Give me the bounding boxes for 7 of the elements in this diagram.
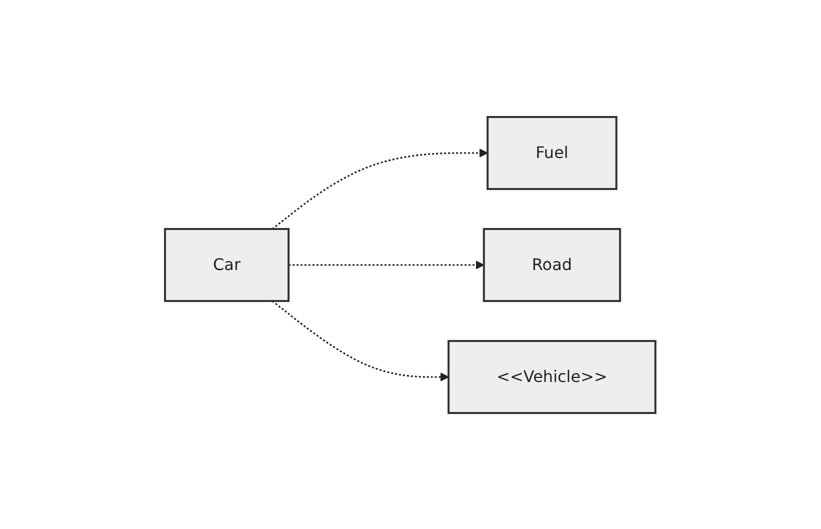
arrow <box>272 148 488 230</box>
node-box: Road <box>483 228 622 302</box>
node-box: Fuel <box>486 116 618 190</box>
arrow <box>272 300 450 381</box>
node-box: <<Vehicle>> <box>448 340 657 414</box>
node-box: Car <box>164 228 290 302</box>
arrow <box>288 260 485 269</box>
